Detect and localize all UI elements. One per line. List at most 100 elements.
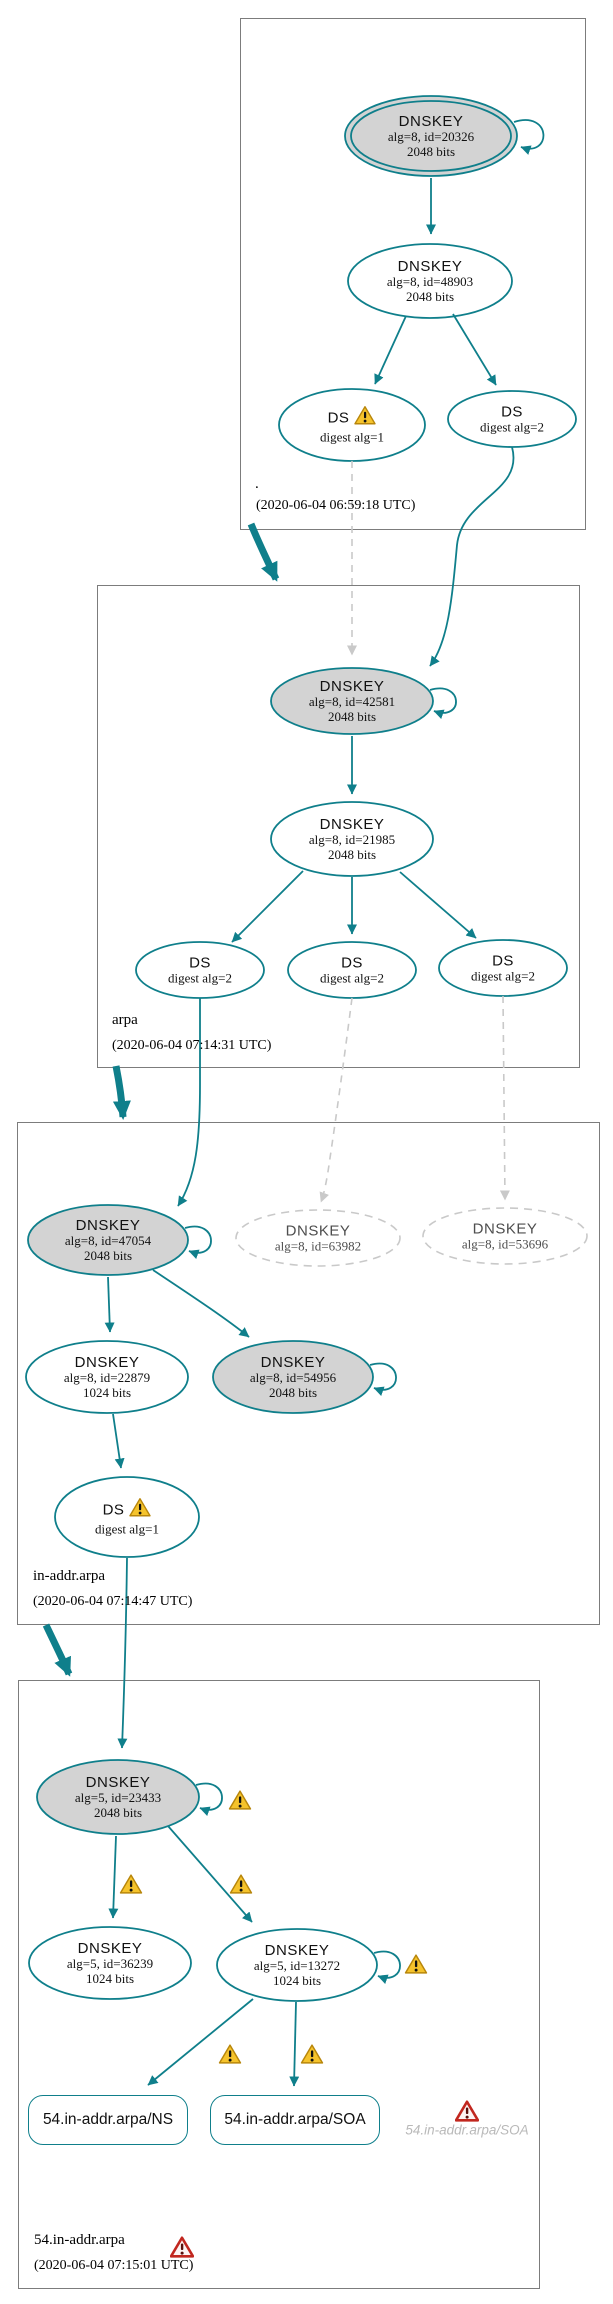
dnskey-36239-node[interactable]: DNSKEY alg=5, id=36239 1024 bits (67, 1940, 153, 1986)
dnskey-47054-node[interactable]: DNSKEY alg=8, id=47054 2048 bits (65, 1217, 151, 1263)
zone-label-leaf: 54.in-addr.arpa (34, 2232, 125, 2248)
delegation-arrow-inaddr-leaf (42, 1623, 73, 1677)
node-type: DNSKEY (74, 1354, 140, 1371)
in-addr-key2-ellipse[interactable] (212, 1340, 374, 1414)
delegation-arrow-arpa-inaddr (112, 1065, 131, 1120)
in-addr-zsk-ellipse[interactable] (25, 1340, 189, 1414)
node-bits: 1024 bits (85, 1970, 135, 1986)
in-addr-ds-node[interactable]: DS digest alg=1 (95, 1497, 159, 1537)
zone-box-arpa (97, 585, 580, 1068)
zone-box-root (240, 18, 586, 530)
node-type: DS (189, 954, 211, 972)
node-alg: alg=5, id=36239 (66, 1956, 154, 1971)
leaf-zsk-ellipse[interactable] (216, 1928, 378, 2002)
edge-leaf-zsk-selfloop (373, 1950, 401, 1984)
in-addr-ghost2-ellipse[interactable] (422, 1207, 588, 1265)
rrset-soa[interactable]: 54.in-addr.arpa/SOA (210, 2095, 380, 2145)
node-type: DS (501, 403, 523, 421)
edge-leaf-ksk-to-zsk (167, 1825, 253, 1923)
arpa-ds3-node[interactable]: DS digest alg=2 (471, 952, 535, 984)
root-zsk-ellipse[interactable] (347, 243, 513, 319)
node-alg: alg=8, id=54956 (249, 1370, 337, 1385)
node-bits: 2048 bits (327, 708, 377, 724)
node-type: DNSKEY (285, 1222, 351, 1240)
node-alg: digest alg=2 (479, 419, 545, 435)
node-alg: alg=8, id=21985 (308, 832, 396, 847)
edge-arpa-ds2-to-ghost1-dashed (319, 997, 353, 1203)
node-alg: alg=8, id=22879 (63, 1370, 151, 1385)
node-type: DNSKEY (85, 1774, 151, 1791)
dnskey-53696-ghost-node[interactable]: DNSKEY alg=8, id=53696 (462, 1220, 548, 1252)
edge-arpa-zsk-to-ds3 (399, 871, 477, 939)
dnskey-23433-node[interactable]: DNSKEY alg=5, id=23433 2048 bits (75, 1774, 161, 1820)
edge-inaddr-key2-selfloop (369, 1362, 397, 1396)
zone-label-arpa: arpa (112, 1012, 138, 1028)
edge-inaddr-ksk-to-zsk (104, 1276, 115, 1333)
warning-icon (129, 1497, 152, 1522)
arpa-ksk-ellipse[interactable] (270, 667, 434, 735)
node-type: DS (492, 952, 514, 970)
node-bits: 2048 bits (268, 1384, 318, 1400)
warning-icon (354, 405, 377, 430)
edge-arpa-zsk-to-ds1 (231, 870, 304, 943)
node-bits: 2048 bits (405, 288, 455, 304)
edge-root-zsk-to-ds2 (452, 313, 497, 386)
dnskey-42581-node[interactable]: DNSKEY alg=8, id=42581 2048 bits (309, 678, 395, 724)
node-type: DNSKEY (472, 1220, 538, 1238)
edge-leaf-zsk-to-ns (147, 1998, 254, 2086)
edge-arpa-ksk-selfloop (429, 687, 457, 719)
arpa-ds2-node[interactable]: DS digest alg=2 (320, 954, 384, 986)
node-alg: alg=8, id=20326 (387, 129, 475, 144)
leaf-ksk-ellipse[interactable] (36, 1759, 200, 1835)
node-alg: digest alg=2 (167, 970, 233, 986)
dnskey-54956-node[interactable]: DNSKEY alg=8, id=54956 2048 bits (250, 1354, 336, 1400)
node-alg: alg=8, id=53696 (461, 1236, 549, 1252)
arpa-zsk-ellipse[interactable] (270, 801, 434, 877)
zone-timestamp-root: (2020-06-04 06:59:18 UTC) (256, 498, 416, 513)
in-addr-ds-ellipse[interactable] (54, 1476, 200, 1558)
node-alg: digest alg=2 (319, 970, 385, 986)
node-type: DNSKEY (319, 816, 385, 833)
warning-icon (119, 1874, 143, 1895)
root-ds2-ellipse[interactable] (447, 390, 577, 448)
zone-timestamp-arpa: (2020-06-04 07:14:31 UTC) (112, 1038, 272, 1053)
in-addr-ghost1-ellipse[interactable] (235, 1209, 401, 1267)
edge-leaf-ksk-to-key2 (108, 1835, 119, 1919)
zone-timestamp-in-addr: (2020-06-04 07:14:47 UTC) (33, 1594, 193, 1609)
dnskey-22879-node[interactable]: DNSKEY alg=8, id=22879 1024 bits (64, 1354, 150, 1400)
root-ds1-node[interactable]: DS digest alg=1 (320, 405, 384, 445)
in-addr-ksk-ellipse[interactable] (27, 1204, 189, 1276)
node-alg: digest alg=1 (319, 429, 385, 445)
node-alg: alg=5, id=23433 (74, 1790, 162, 1805)
node-type: DNSKEY (77, 1940, 143, 1957)
node-alg: alg=8, id=48903 (386, 274, 474, 289)
error-icon (454, 2100, 480, 2122)
dnskey-13272-node[interactable]: DNSKEY alg=5, id=13272 1024 bits (254, 1942, 340, 1988)
root-ksk-ellipse-inner (350, 100, 512, 172)
edge-inaddr-ksk-to-key2 (152, 1269, 250, 1338)
arpa-ds1-node[interactable]: DS digest alg=2 (168, 954, 232, 986)
root-ds2-node[interactable]: DS digest alg=2 (480, 403, 544, 435)
node-alg: digest alg=1 (94, 1521, 160, 1537)
delegation-arrow-root-arpa (247, 522, 280, 582)
leaf-key2-ellipse[interactable] (28, 1926, 192, 2000)
rrset-ns[interactable]: 54.in-addr.arpa/NS (28, 2095, 188, 2145)
node-alg: alg=8, id=42581 (308, 694, 396, 709)
node-alg: alg=5, id=13272 (253, 1958, 341, 1973)
node-bits: 2048 bits (406, 143, 456, 159)
node-type: DNSKEY (264, 1942, 330, 1959)
node-type: DS (327, 409, 350, 427)
node-type: DNSKEY (398, 113, 464, 130)
warning-icon (229, 1874, 253, 1895)
dnskey-63982-ghost-node[interactable]: DNSKEY alg=8, id=63982 (275, 1222, 361, 1254)
node-type: DS (341, 954, 363, 972)
dnskey-48903-node[interactable]: DNSKEY alg=8, id=48903 2048 bits (387, 258, 473, 304)
dnskey-21985-node[interactable]: DNSKEY alg=8, id=21985 2048 bits (309, 816, 395, 862)
zone-box-54-in-addr-arpa (18, 1680, 540, 2289)
zone-box-in-addr-arpa (17, 1122, 600, 1625)
dnskey-20326-node[interactable]: DNSKEY alg=8, id=20326 2048 bits (388, 113, 474, 159)
node-type: DNSKEY (319, 678, 385, 695)
edge-inaddr-ds-to-leaf-ksk (117, 1557, 128, 1749)
